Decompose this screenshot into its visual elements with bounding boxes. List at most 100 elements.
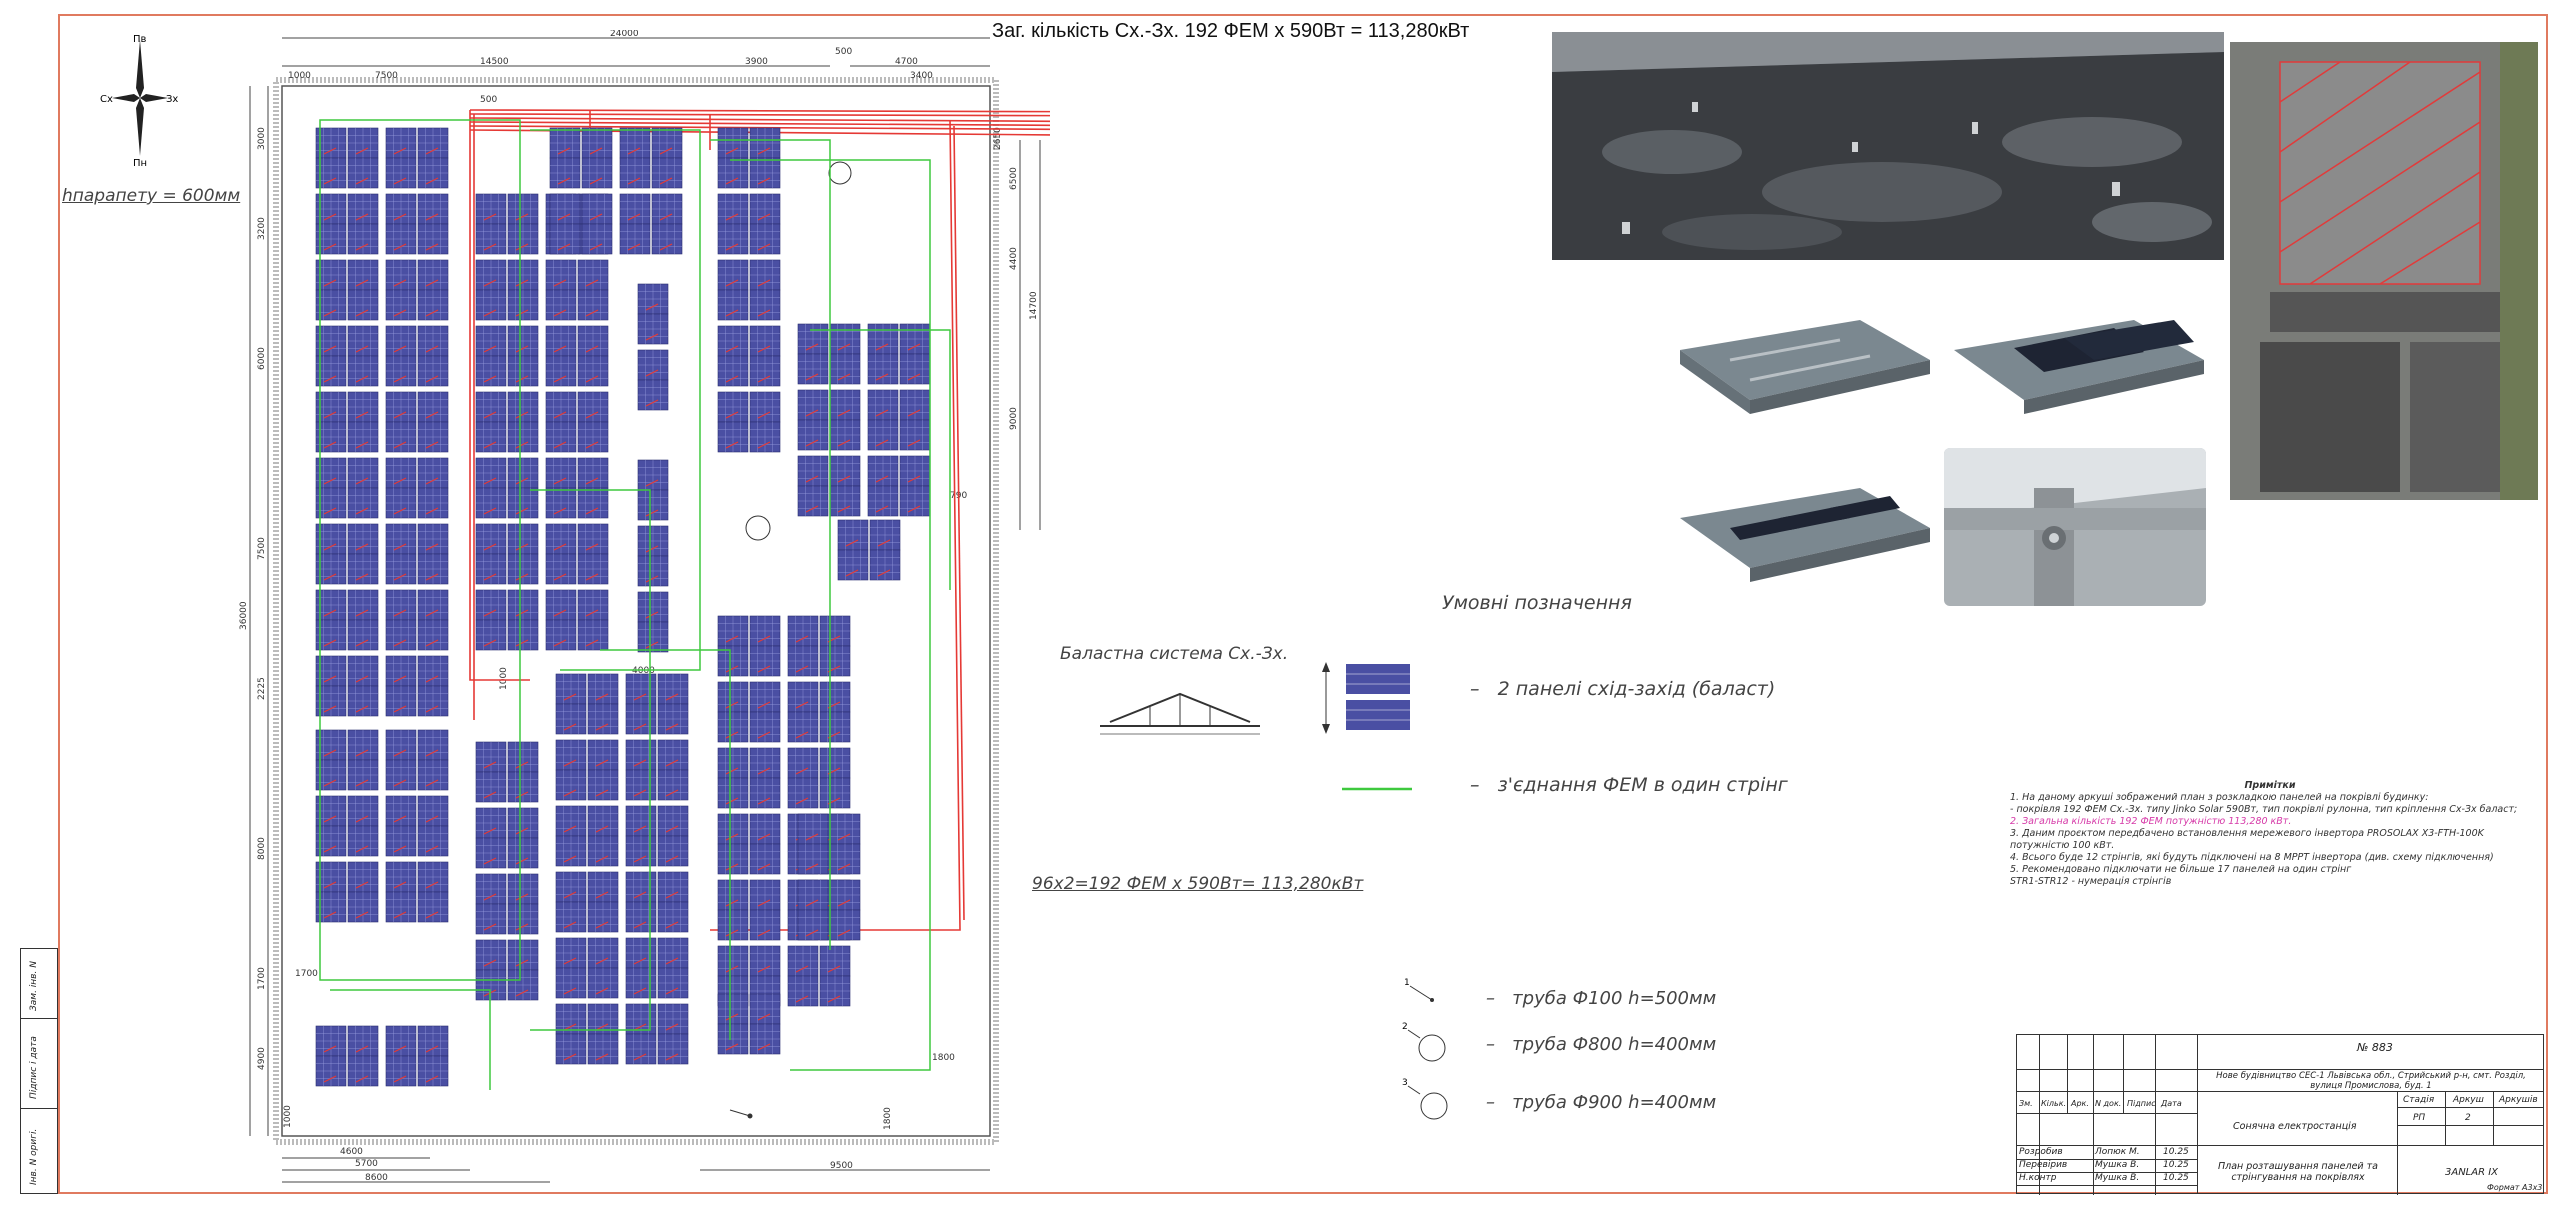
pv-module — [749, 259, 781, 291]
pv-module — [545, 391, 577, 423]
pv-module — [637, 591, 669, 623]
pv-module — [347, 355, 379, 387]
legend-item-pipe100: – труба Ф100 h=500мм — [1486, 988, 1717, 1009]
pv-module — [717, 777, 749, 809]
pv-module — [619, 127, 651, 159]
notes-block: Примітки 1. На даному аркуші зображений … — [2010, 780, 2530, 888]
pv-module — [315, 655, 347, 687]
pv-module — [475, 771, 507, 803]
pv-module — [577, 487, 609, 519]
pv-module — [625, 805, 657, 837]
pipes — [729, 161, 852, 1119]
pv-module — [507, 223, 539, 255]
dim-top-g: 3400 — [910, 71, 933, 81]
pv-module — [625, 769, 657, 801]
stamp-col-zm: Зм. — [2019, 1099, 2033, 1108]
pv-module — [717, 157, 749, 189]
dim-top-e: 1000 — [288, 71, 311, 81]
dim-right-b: 6500 — [1009, 167, 1019, 190]
pv-module — [797, 323, 829, 355]
pv-module — [717, 325, 749, 357]
pv-module — [417, 655, 449, 687]
pv-module — [749, 421, 781, 453]
pv-module — [787, 711, 819, 743]
dim-top-h: 500 — [480, 95, 497, 105]
pv-module — [749, 909, 781, 941]
legend-item-pipe800-text: труба Ф800 h=400мм — [1512, 1034, 1717, 1055]
pv-module — [385, 325, 417, 357]
pv-module — [625, 673, 657, 705]
pv-module — [717, 193, 749, 225]
pv-module — [417, 729, 449, 761]
stamp-row-name: Мушка В. — [2095, 1173, 2140, 1183]
pv-module — [837, 519, 869, 551]
stamp-col-date: Дата — [2161, 1099, 2182, 1108]
pv-module — [829, 323, 861, 355]
pv-module — [749, 747, 781, 779]
pv-module — [385, 729, 417, 761]
pv-module — [385, 795, 417, 827]
compass-south: Пн — [133, 158, 147, 168]
pv-module — [829, 843, 861, 875]
pv-module — [475, 589, 507, 621]
pv-module — [837, 549, 869, 581]
pv-module — [549, 157, 581, 189]
pv-module — [625, 1033, 657, 1065]
pv-module — [651, 193, 683, 225]
total-label: 96х2=192 ФЕМ х 590Вт= 113,280кВт — [1032, 874, 1364, 894]
pv-module — [625, 739, 657, 771]
ballast-label: Баластна система Сх.-Зх. — [1060, 644, 1289, 664]
pv-module — [315, 553, 347, 585]
dim-inner-a: 4000 — [632, 666, 655, 676]
pv-module — [315, 589, 347, 621]
pv-module — [347, 891, 379, 923]
pv-module — [797, 485, 829, 517]
pv-module — [315, 259, 347, 291]
pv-module — [587, 937, 619, 969]
pv-module — [577, 355, 609, 387]
legend-panel-icon — [1322, 662, 1410, 734]
pv-module — [749, 777, 781, 809]
pv-module — [555, 1003, 587, 1035]
legend-item-ballast: – 2 панелі схід-захід (баласт) — [1470, 678, 1776, 700]
dim-bot-e: 1700 — [295, 969, 318, 979]
pv-module — [749, 289, 781, 321]
pv-module — [749, 157, 781, 189]
dim-top-d: 4700 — [895, 57, 918, 67]
pv-module — [475, 325, 507, 357]
note-line: 1. На даному аркуші зображений план з ро… — [2010, 792, 2429, 803]
pv-module — [797, 389, 829, 421]
pv-module — [581, 157, 613, 189]
note-line: STR1-STR12 - нумерація стрінгів — [2010, 876, 2172, 887]
stamp-object: Нове будівництво СЕС-1 Львівська обл., С… — [2216, 1071, 2526, 1091]
pv-module — [475, 969, 507, 1001]
pv-module — [749, 645, 781, 677]
stamp-row-date: 10.25 — [2163, 1147, 2189, 1157]
pv-module — [787, 945, 819, 977]
pv-module — [749, 843, 781, 875]
legend-item-pipe900-num: 3 — [1402, 1078, 1408, 1088]
pv-module — [829, 909, 861, 941]
legend-item-pipe100-num: 1 — [1404, 978, 1410, 988]
dim-inner-b: 1000 — [499, 667, 509, 690]
pv-module — [417, 457, 449, 489]
pv-module — [545, 325, 577, 357]
pv-module — [657, 901, 689, 933]
pv-module — [507, 457, 539, 489]
pv-module — [315, 487, 347, 519]
dim-top-b: 3900 — [745, 57, 768, 67]
side-stamp: Зам. інв. N Підпис і дата Інв. N оригі. — [20, 948, 58, 1194]
stamp-row-name: Лопюк М. — [2095, 1147, 2140, 1157]
pv-module — [475, 741, 507, 773]
stamp-row-role: Перевірив — [2019, 1160, 2068, 1170]
note-line: потужністю 100 кВт. — [2010, 840, 2115, 851]
pv-module — [717, 289, 749, 321]
pv-module — [315, 825, 347, 857]
pv-module — [829, 389, 861, 421]
pv-module — [867, 323, 899, 355]
pv-module — [899, 323, 931, 355]
pv-module — [797, 843, 829, 875]
pv-module — [749, 879, 781, 911]
pv-module — [587, 739, 619, 771]
pv-module — [385, 223, 417, 255]
